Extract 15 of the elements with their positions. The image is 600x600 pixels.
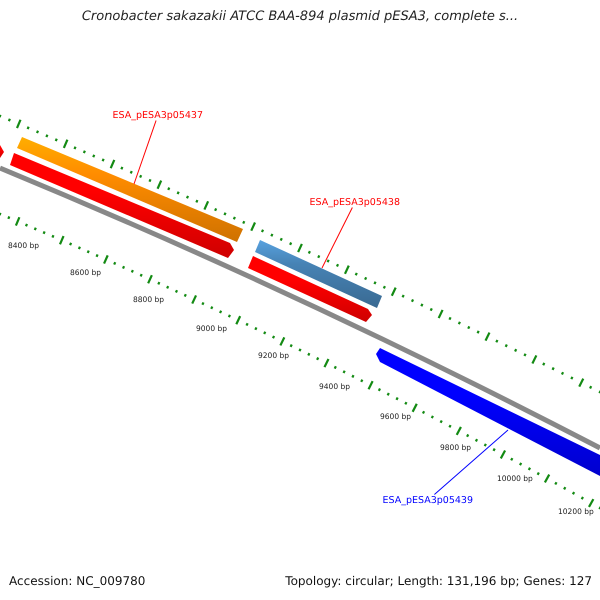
leader-line — [322, 207, 353, 268]
gene-label: ESA_pESA3p05439 — [382, 494, 473, 506]
gene-bar — [17, 137, 243, 242]
gene-label: ESA_pESA3p05438 — [310, 196, 400, 208]
title: Cronobacter sakazakii ATCC BAA-894 plasmid pESA3, complete s... — [80, 9, 520, 24]
footer-text: Accession: NC_009780 — [9, 574, 146, 588]
gene-bar — [255, 240, 382, 308]
gene-bar — [10, 153, 234, 258]
leader-line — [134, 120, 157, 184]
gene-bar — [0, 145, 4, 158]
leader-line — [434, 430, 508, 495]
gene-label: ESA_pESA3p05437 — [112, 110, 203, 120]
gene-bar — [376, 348, 600, 476]
footer-text: Topology: circular; Length: 131,196 bp; Genes: 127 — [285, 574, 592, 588]
gene-bar — [248, 256, 372, 322]
